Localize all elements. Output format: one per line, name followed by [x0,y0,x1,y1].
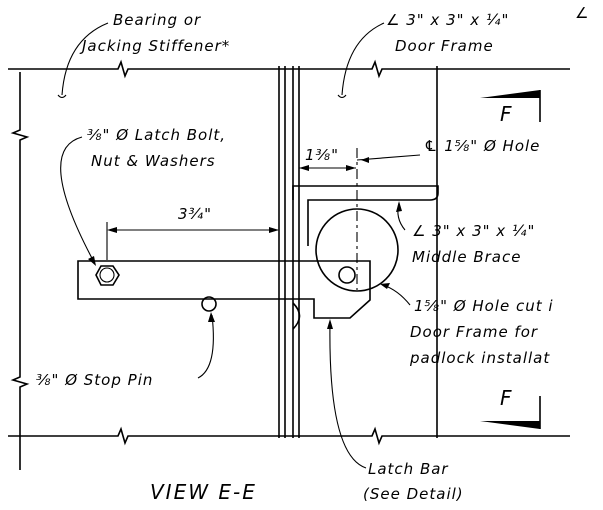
view-title: VIEW E-E [150,480,257,504]
hex-nut-inner [99,267,115,283]
padlock-hole-circle [315,208,399,292]
stop-pin-arrow [208,312,215,322]
hex-nut-outer [95,265,120,286]
dim-arrow-1-3-8-right [346,165,356,171]
leader-lines [57,22,411,469]
dim-3-3-4-text: 3¾" [178,205,212,223]
latch-bolt-nut [95,265,120,286]
latch-bolt-label-line2: Nut & Washers [91,152,216,170]
latch-bolt-arrow [88,256,96,266]
section-arrow-bottom [480,421,540,429]
stop-pin-label: ⅜" Ø Stop Pin [36,371,153,389]
section-label-top: F [500,102,512,126]
hole-cut-arrow [380,283,390,289]
hole-cut-label-line1: 1⅝" Ø Hole cut i [414,297,554,315]
callout-labels: Bearing or Jacking Stiffener* ∠ 3" x 3" … [36,4,589,503]
centerline-leader-arrow [361,157,369,163]
bearing-leader [61,22,109,96]
dim-1-3-8-text: 1⅜" [305,146,339,164]
section-marker-bottom: F [480,386,541,429]
dimension-3-3-4: 3¾" [106,205,279,260]
hole-cut-label-line2: Door Frame for [410,323,538,341]
latch-bar-leader [329,321,367,469]
door-frame-label-line2: Door Frame [395,37,494,55]
dim-arrow-left [107,227,117,233]
top-member-line [8,59,570,79]
section-marker-top: F [480,90,541,126]
latch-bolt-label-line1: ⅜" Ø Latch Bolt, [87,126,226,144]
door-frame-leader-tail [337,94,347,99]
hole-cut-label-line3: padlock installat [409,349,550,367]
door-frame-label-line1: ∠ 3" x 3" x ¼" [386,11,509,29]
latch-bar-arrow [327,319,333,329]
stop-tab-arc [292,302,301,330]
bearing-label-line1: Bearing or [113,11,201,29]
bearing-label-line2: Jacking Stiffener* [79,37,230,55]
left-member-line [10,72,30,470]
bearing-leader-tail [57,94,67,99]
hole-centerline-label: ℄ 1⅝" Ø Hole [424,137,540,155]
stop-pin-leader [197,314,214,379]
bottom-member-line [8,426,570,446]
middle-brace-outline [292,185,439,246]
dim-arrow-1-3-8-left [299,165,309,171]
section-arrow-top [480,90,540,98]
corner-angle-symbol: ∠ [575,4,589,22]
latch-bar-pivot-hole [338,266,356,284]
middle-brace-arrow [396,201,402,212]
middle-brace-label-line2: Middle Brace [412,248,521,266]
section-label-bottom: F [500,386,512,410]
middle-brace-label-line1: ∠ 3" x 3" x ¼" [412,222,535,240]
latch-bar-outline [77,260,371,319]
latch-bar-label-line1: Latch Bar [368,460,449,478]
latch-bolt-leader [60,136,95,263]
dimension-1-3-8: 1⅜" [299,146,421,290]
stop-pin-circle [201,296,217,312]
door-frame-leader [341,22,385,96]
structure-lines [8,59,570,470]
middle-brace-angle [292,185,439,246]
latch-bar-label-line2: (See Detail) [363,485,464,503]
latch-bar [77,260,371,319]
dim-arrow-right [269,227,279,233]
